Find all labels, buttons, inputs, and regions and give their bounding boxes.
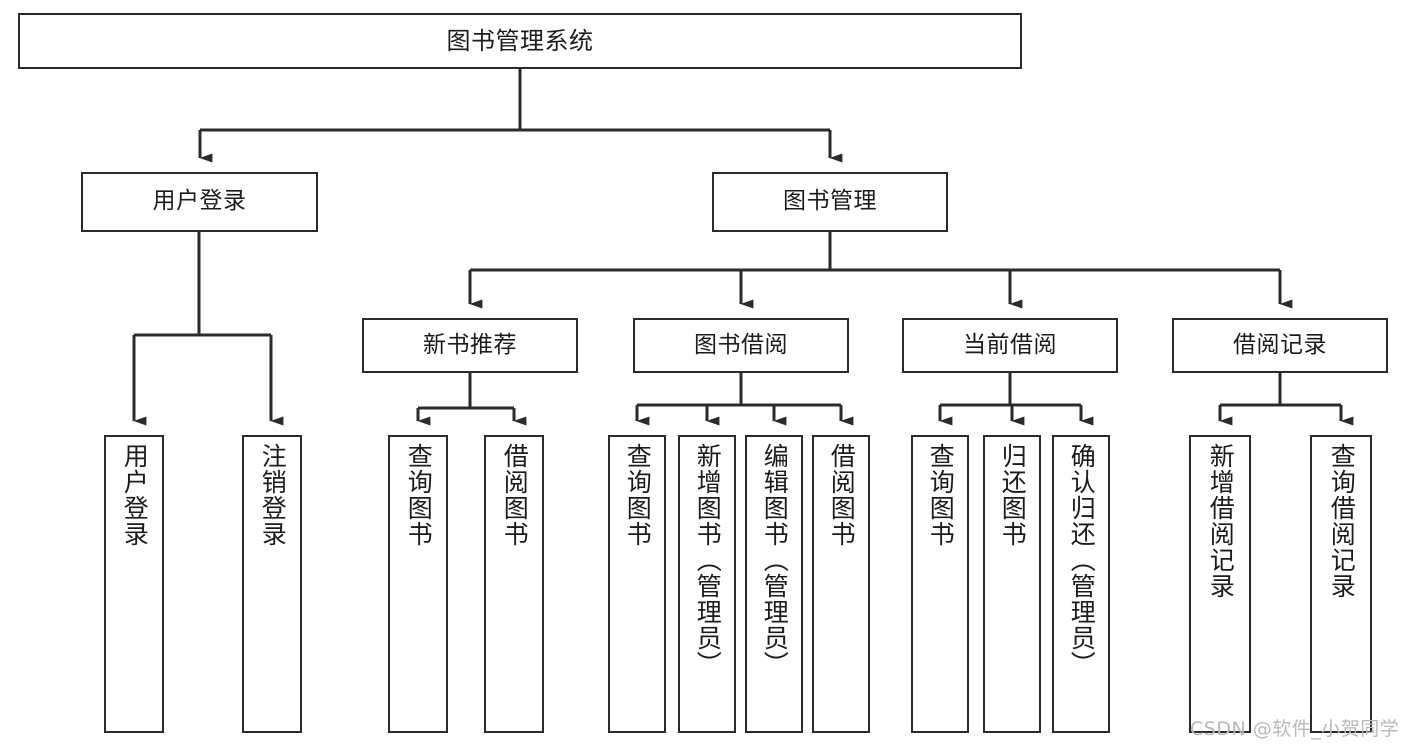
node-label: 借阅记录: [1233, 331, 1327, 358]
node-leaf-borrow-book-2[interactable]: 借阅图书: [812, 435, 870, 733]
node-leaf-borrow-book-1[interactable]: 借阅图书: [484, 435, 544, 733]
node-label: 确认归还（管理员）: [1067, 443, 1097, 677]
node-label: 图书管理系统: [446, 26, 594, 55]
node-leaf-logout[interactable]: 注销登录: [242, 435, 302, 733]
node-leaf-query-book-2[interactable]: 查询图书: [608, 435, 666, 733]
node-label: 当前借阅: [963, 331, 1057, 358]
node-leaf-query-record[interactable]: 查询借阅记录: [1310, 435, 1372, 733]
node-label: 查询借阅记录: [1327, 443, 1357, 599]
csdn-watermark: CSDN @软件_小贺同学: [1190, 718, 1400, 740]
node-label: 查询图书: [623, 443, 653, 547]
node-borrow-record[interactable]: 借阅记录: [1172, 318, 1388, 373]
node-label: 借阅图书: [500, 443, 530, 547]
node-new-book-recommend[interactable]: 新书推荐: [362, 318, 578, 373]
node-label: 新增借阅记录: [1206, 443, 1236, 599]
node-label: 图书借阅: [694, 331, 788, 358]
node-label: 用户登录: [120, 443, 150, 547]
node-label: 新书推荐: [423, 331, 517, 358]
node-leaf-add-record[interactable]: 新增借阅记录: [1189, 435, 1251, 733]
node-label: 用户登录: [152, 188, 247, 215]
node-label: 图书管理: [783, 188, 877, 215]
node-leaf-return-book[interactable]: 归还图书: [983, 435, 1041, 733]
node-leaf-query-book-1[interactable]: 查询图书: [388, 435, 448, 733]
node-label: 编辑图书（管理员）: [760, 443, 790, 677]
node-book-borrow[interactable]: 图书借阅: [633, 318, 849, 373]
node-label: 注销登录: [258, 443, 288, 547]
node-leaf-query-book-3[interactable]: 查询图书: [911, 435, 969, 733]
node-leaf-user-login[interactable]: 用户登录: [104, 435, 164, 733]
node-label: 查询图书: [404, 443, 434, 547]
node-current-borrow[interactable]: 当前借阅: [902, 318, 1118, 373]
node-user-login[interactable]: 用户登录: [81, 172, 318, 232]
node-root-system[interactable]: 图书管理系统: [18, 13, 1022, 69]
node-leaf-confirm-return[interactable]: 确认归还（管理员）: [1052, 435, 1110, 733]
node-label: 归还图书: [998, 443, 1028, 547]
node-leaf-add-book[interactable]: 新增图书（管理员）: [678, 435, 736, 733]
node-label: 借阅图书: [827, 443, 857, 547]
node-label: 查询图书: [926, 443, 956, 547]
node-book-manage[interactable]: 图书管理: [712, 172, 948, 232]
node-label: 新增图书（管理员）: [693, 443, 723, 677]
node-leaf-edit-book[interactable]: 编辑图书（管理员）: [745, 435, 803, 733]
